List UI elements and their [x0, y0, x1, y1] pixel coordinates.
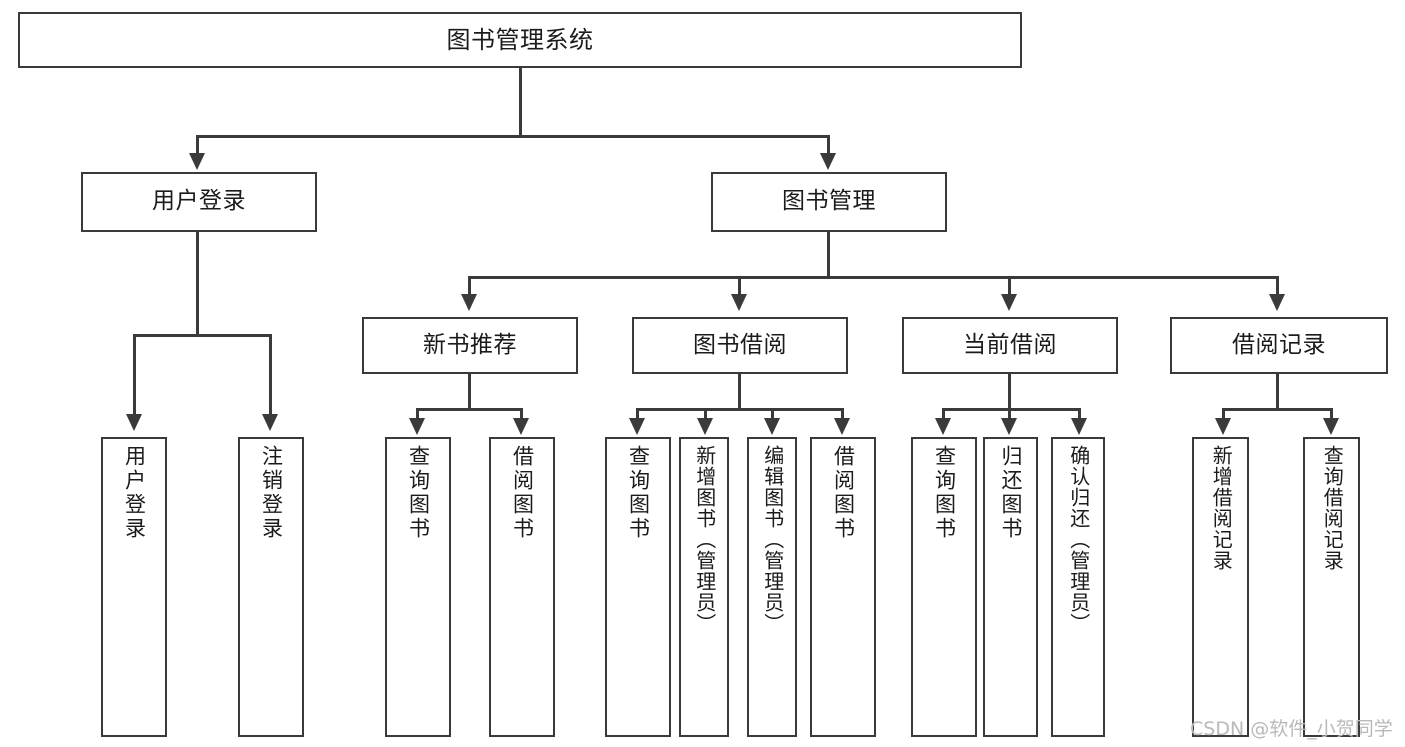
- connector-level2-bus: [196, 135, 827, 138]
- connector-to-new-book-recommend: [468, 276, 471, 296]
- node-label: 借阅记录: [1232, 331, 1326, 358]
- node-label: 用户登录: [122, 445, 147, 541]
- connector-current-borrow-bus: [942, 408, 1081, 411]
- node-book-management[interactable]: 图书管理: [711, 172, 947, 232]
- leaf-query-borrow-record[interactable]: 查询借阅记录: [1303, 437, 1360, 737]
- arrow-leaf-edit-book-admin: [764, 418, 780, 435]
- arrow-leaf-user-login: [126, 414, 142, 431]
- arrow-leaf-add-borrow-record: [1215, 418, 1231, 435]
- connector-bb-leaf3: [771, 408, 774, 420]
- node-label: 查询图书: [626, 445, 651, 541]
- connector-nbr-leaf2: [520, 408, 523, 420]
- csdn-watermark: CSDN @软件_小贺同学: [1190, 718, 1393, 740]
- arrow-leaf-borrow-book-nbr: [513, 418, 529, 435]
- leaf-logout-login[interactable]: 注销登录: [238, 437, 304, 737]
- node-label: 图书借阅: [693, 331, 787, 358]
- connector-cb-leaf1: [942, 408, 945, 420]
- connector-to-borrow-record: [1276, 276, 1279, 296]
- leaf-user-login[interactable]: 用户登录: [101, 437, 167, 737]
- arrow-leaf-query-book-bb: [629, 418, 645, 435]
- arrow-to-book-borrow: [731, 294, 747, 311]
- leaf-add-book-admin[interactable]: 新增图书（管理员）: [679, 437, 729, 737]
- leaf-borrow-book-new-recommend[interactable]: 借阅图书: [489, 437, 555, 737]
- node-label: 查询图书: [932, 445, 957, 541]
- connector-borrow-record-stem: [1276, 374, 1279, 410]
- node-user-login[interactable]: 用户登录: [81, 172, 317, 232]
- arrow-leaf-borrow-book-bb: [834, 418, 850, 435]
- arrow-to-borrow-record: [1269, 294, 1285, 311]
- connector-bb-leaf4: [841, 408, 844, 420]
- node-label: 新书推荐: [423, 331, 517, 358]
- node-label: 图书管理: [782, 188, 876, 215]
- leaf-edit-book-admin[interactable]: 编辑图书（管理员）: [747, 437, 797, 737]
- connector-user-login-leaf1: [133, 334, 136, 416]
- node-book-borrow[interactable]: 图书借阅: [632, 317, 848, 374]
- connector-to-book-management: [827, 135, 830, 155]
- leaf-query-book-borrow[interactable]: 查询图书: [605, 437, 671, 737]
- leaf-return-book[interactable]: 归还图书: [983, 437, 1038, 737]
- node-label: 用户登录: [152, 188, 246, 215]
- leaf-query-book-current[interactable]: 查询图书: [911, 437, 977, 737]
- connector-current-borrow-stem: [1008, 374, 1011, 410]
- connector-br-leaf1: [1222, 408, 1225, 420]
- node-label: 查询借阅记录: [1320, 445, 1345, 571]
- connector-bb-leaf2: [704, 408, 707, 420]
- connector-to-current-borrow: [1008, 276, 1011, 296]
- arrow-to-new-book-recommend: [461, 294, 477, 311]
- connector-to-user-login: [196, 135, 199, 155]
- arrow-leaf-logout-login: [262, 414, 278, 431]
- connector-borrow-record-bus: [1222, 408, 1333, 411]
- node-borrow-record[interactable]: 借阅记录: [1170, 317, 1388, 374]
- connector-user-login-leaf2: [269, 334, 272, 416]
- connector-book-management-stem: [827, 232, 830, 278]
- leaf-query-book-new-recommend[interactable]: 查询图书: [385, 437, 451, 737]
- arrow-leaf-query-book-nbr: [409, 418, 425, 435]
- arrow-to-current-borrow: [1001, 294, 1017, 311]
- connector-nbr-leaf1: [416, 408, 419, 420]
- connector-to-book-borrow: [738, 276, 741, 296]
- connector-user-login-bus: [133, 334, 272, 337]
- arrow-leaf-query-borrow-record: [1323, 418, 1339, 435]
- connector-book-borrow-bus: [636, 408, 844, 411]
- node-label: 图书管理系统: [446, 25, 594, 54]
- arrow-leaf-query-book-cb: [935, 418, 951, 435]
- node-label: 编辑图书（管理员）: [760, 445, 785, 634]
- node-label: 新增借阅记录: [1209, 445, 1234, 571]
- connector-book-borrow-stem: [738, 374, 741, 410]
- node-label: 新增图书（管理员）: [692, 445, 717, 634]
- connector-bb-leaf1: [636, 408, 639, 420]
- connector-cb-leaf3: [1078, 408, 1081, 420]
- node-current-borrow[interactable]: 当前借阅: [902, 317, 1118, 374]
- connector-new-book-recommend-bus: [416, 408, 523, 411]
- leaf-add-borrow-record[interactable]: 新增借阅记录: [1192, 437, 1249, 737]
- connector-root-stem: [519, 68, 522, 137]
- node-label: 借阅图书: [831, 445, 856, 541]
- arrow-to-user-login: [189, 153, 205, 170]
- node-label: 借阅图书: [510, 445, 535, 541]
- connector-user-login-stem: [196, 232, 199, 336]
- arrow-leaf-return-book: [1001, 418, 1017, 435]
- node-root-book-management-system[interactable]: 图书管理系统: [18, 12, 1022, 68]
- leaf-confirm-return-admin[interactable]: 确认归还（管理员）: [1051, 437, 1105, 737]
- connector-new-book-recommend-stem: [468, 374, 471, 410]
- node-label: 归还图书: [998, 445, 1023, 541]
- leaf-borrow-book-borrow[interactable]: 借阅图书: [810, 437, 876, 737]
- node-label: 当前借阅: [963, 331, 1057, 358]
- node-new-book-recommend[interactable]: 新书推荐: [362, 317, 578, 374]
- node-label: 注销登录: [259, 445, 284, 541]
- node-label: 确认归还（管理员）: [1066, 445, 1091, 634]
- arrow-leaf-add-book-admin: [697, 418, 713, 435]
- arrow-to-book-management: [820, 153, 836, 170]
- connector-br-leaf2: [1330, 408, 1333, 420]
- node-label: 查询图书: [406, 445, 431, 541]
- arrow-leaf-confirm-return-admin: [1071, 418, 1087, 435]
- connector-level3-bus: [468, 276, 1279, 279]
- connector-cb-leaf2: [1008, 408, 1011, 420]
